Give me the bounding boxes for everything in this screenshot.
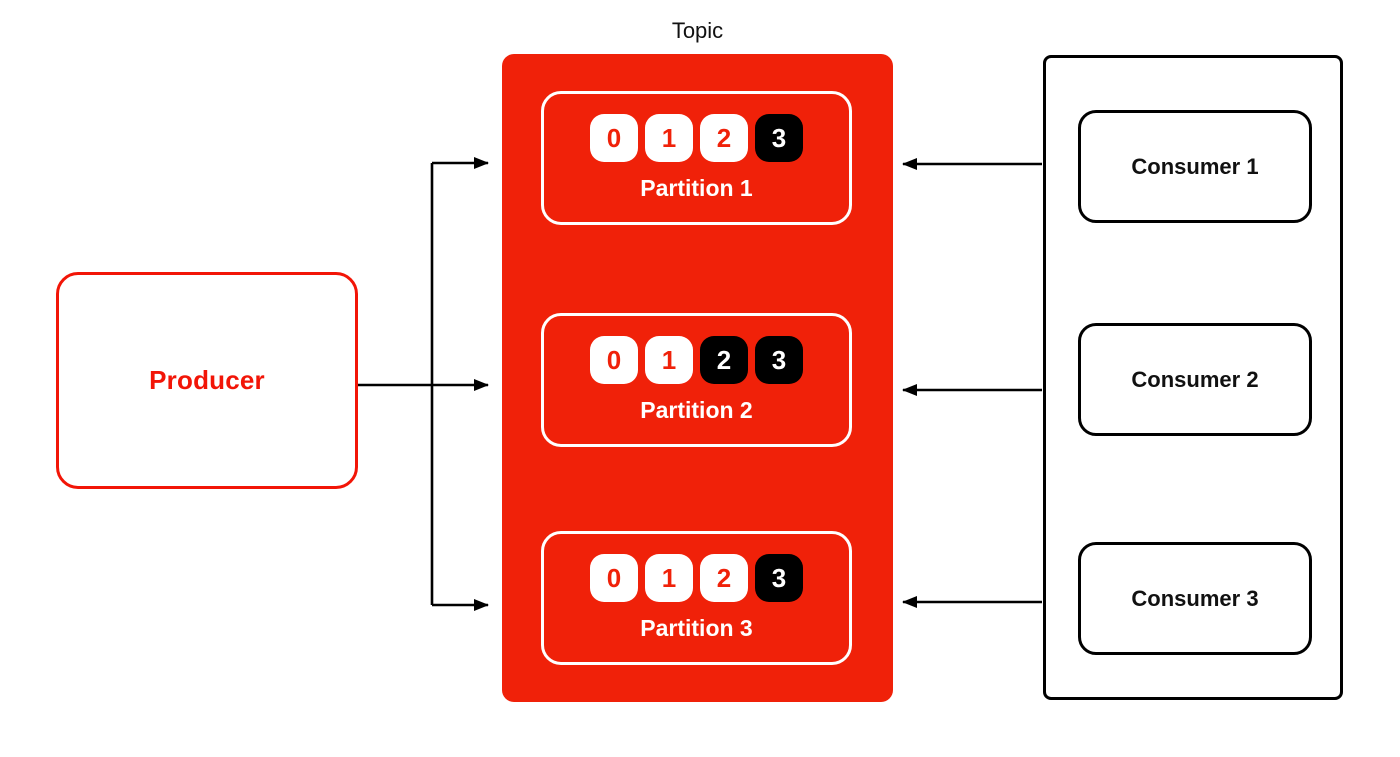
producer-to-topic-arrows	[355, 157, 489, 611]
partition-1-label: Partition 1	[640, 175, 753, 201]
consumer-1-node: Consumer 1	[1078, 110, 1312, 223]
message-cell: 0	[590, 336, 638, 384]
consumer-3-node: Consumer 3	[1078, 542, 1312, 655]
consumer-group-container: Consumer 1 Consumer 2 Consumer 3	[1043, 55, 1343, 700]
partition-2-label: Partition 2	[640, 397, 753, 423]
message-cell: 1	[645, 336, 693, 384]
producer-label: Producer	[149, 365, 265, 395]
message-cell: 2	[700, 554, 748, 602]
consumer-2-label: Consumer 2	[1131, 366, 1259, 392]
message-cell: 0	[590, 554, 638, 602]
consumer-1-label: Consumer 1	[1131, 153, 1259, 179]
message-cell: 1	[645, 554, 693, 602]
partition-3: 0 1 2 3 Partition 3	[541, 531, 852, 665]
partition-1: 0 1 2 3 Partition 1	[541, 91, 852, 225]
message-cell: 1	[645, 114, 693, 162]
message-cell: 3	[755, 114, 803, 162]
partition-3-message-cells: 0 1 2 3	[590, 554, 803, 602]
message-cell: 0	[590, 114, 638, 162]
partition-2: 0 1 2 3 Partition 2	[541, 313, 852, 447]
consumer-3-label: Consumer 3	[1131, 585, 1259, 611]
consumer-to-topic-arrows	[902, 158, 1042, 608]
consumer-2-node: Consumer 2	[1078, 323, 1312, 436]
topic-container: 0 1 2 3 Partition 1 0 1 2 3 Partition 2 …	[502, 54, 893, 702]
partition-2-message-cells: 0 1 2 3	[590, 336, 803, 384]
message-cell: 3	[755, 336, 803, 384]
partition-1-message-cells: 0 1 2 3	[590, 114, 803, 162]
message-cell: 2	[700, 336, 748, 384]
topic-title: Topic	[671, 18, 724, 43]
message-cell: 3	[755, 554, 803, 602]
producer-node: Producer	[56, 272, 358, 489]
message-cell: 2	[700, 114, 748, 162]
partition-3-label: Partition 3	[640, 615, 753, 641]
